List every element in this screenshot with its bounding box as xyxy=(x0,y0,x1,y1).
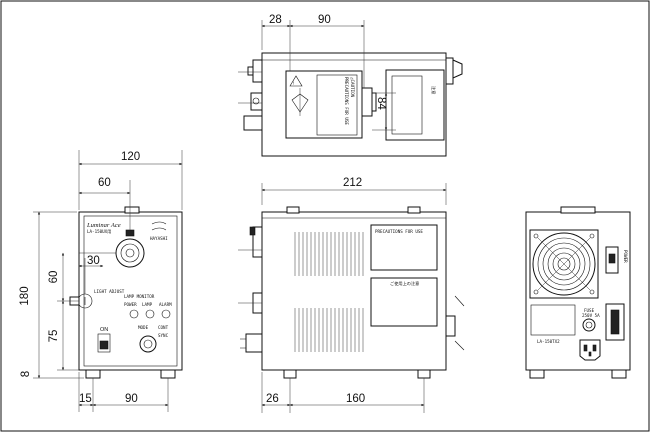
side-view: PRECAUTIONS FOR USE ご使用上の注意 212 26 160 xyxy=(238,177,465,413)
front-brand-text: Luminar Ace xyxy=(86,222,121,229)
lamp-item-alarm: ALARM xyxy=(159,302,172,307)
dim-front-120: 120 xyxy=(121,151,140,163)
front-sub-text: LA-150UX用 xyxy=(87,229,111,235)
side-vents-left xyxy=(294,232,364,352)
svg-text:!: ! xyxy=(293,81,296,86)
dim-front-8: 8 xyxy=(20,371,32,377)
mode-label: MODE xyxy=(138,325,149,330)
rear-fuse-value: 250V 5A xyxy=(582,313,600,318)
lamp-indicator-alarm xyxy=(161,309,171,319)
side-plate-2 xyxy=(370,277,438,327)
mode-option-2: SYNC xyxy=(158,333,169,338)
rear-fuse-label: FUSE xyxy=(584,308,595,313)
dim-front-15: 15 xyxy=(79,393,92,405)
top-view: ! △CAUTION PRECAUTIONS FOR USE 注意 28 90 … xyxy=(238,14,463,157)
dim-front-180: 180 xyxy=(19,286,31,305)
power-switch xyxy=(97,333,111,353)
knob-caption-text: LIGHT ADJUST xyxy=(94,289,125,294)
dim-top-84: 84 xyxy=(375,97,387,110)
side-plate-1-text: PRECAUTIONS FOR USE xyxy=(375,229,423,234)
dim-top-90: 90 xyxy=(318,14,331,26)
rear-connector xyxy=(605,303,625,341)
fuse-holder xyxy=(582,318,596,332)
maker-logo-icon xyxy=(151,221,167,231)
lamp-indicator-lamp xyxy=(145,309,155,319)
lamp-indicator-power xyxy=(129,309,139,319)
dim-front-90: 90 xyxy=(125,393,138,405)
mode-selector-knob xyxy=(139,335,157,353)
top-plate-2 xyxy=(385,69,445,141)
lamp-monitor-text: LAMP MONITOR xyxy=(124,294,155,299)
maker-text: HAYASHI xyxy=(150,236,168,241)
top-plate-2-text: 注意 xyxy=(430,86,437,94)
power-switch-label: ON xyxy=(100,327,108,333)
fan-housing xyxy=(529,229,599,299)
dim-top-28: 28 xyxy=(269,14,282,26)
dim-front-60v: 60 xyxy=(48,271,60,284)
dim-front-30: 30 xyxy=(87,255,100,267)
dim-side-160: 160 xyxy=(346,393,365,405)
rear-power-switch xyxy=(605,246,619,274)
fan-icon xyxy=(532,232,596,296)
dim-front-60: 60 xyxy=(98,177,111,189)
side-view-body xyxy=(261,211,447,371)
rear-switch-label: POWER xyxy=(623,250,628,263)
dim-front-75: 75 xyxy=(48,330,60,343)
dim-side-26: 26 xyxy=(266,393,279,405)
knob-top-marker xyxy=(125,229,135,237)
light-adjust-knob xyxy=(115,238,145,268)
front-view: Luminar Ace LA-150UX用 HAYASHI LIGHT ADJU… xyxy=(19,150,183,412)
side-plate-1 xyxy=(370,224,438,271)
rear-model-text: LA-150TX2 xyxy=(537,339,560,344)
rear-view-body xyxy=(525,211,631,371)
dim-side-212: 212 xyxy=(343,177,362,189)
top-caution-text: △CAUTION xyxy=(350,77,355,98)
rear-model-plate xyxy=(530,304,576,336)
lamp-item-lamp: LAMP xyxy=(142,302,153,307)
rear-view: POWER LA-150TX2 FUSE 250V 5A xyxy=(525,206,631,379)
top-view-body xyxy=(261,52,447,157)
top-precautions-text: PRECAUTIONS FOR USE xyxy=(344,77,349,125)
mode-option-1: CONT xyxy=(158,325,169,330)
ac-inlet xyxy=(579,339,601,361)
lamp-item-power: POWER xyxy=(124,302,137,307)
side-plate-2-text: ご使用上の注意 xyxy=(390,280,419,287)
